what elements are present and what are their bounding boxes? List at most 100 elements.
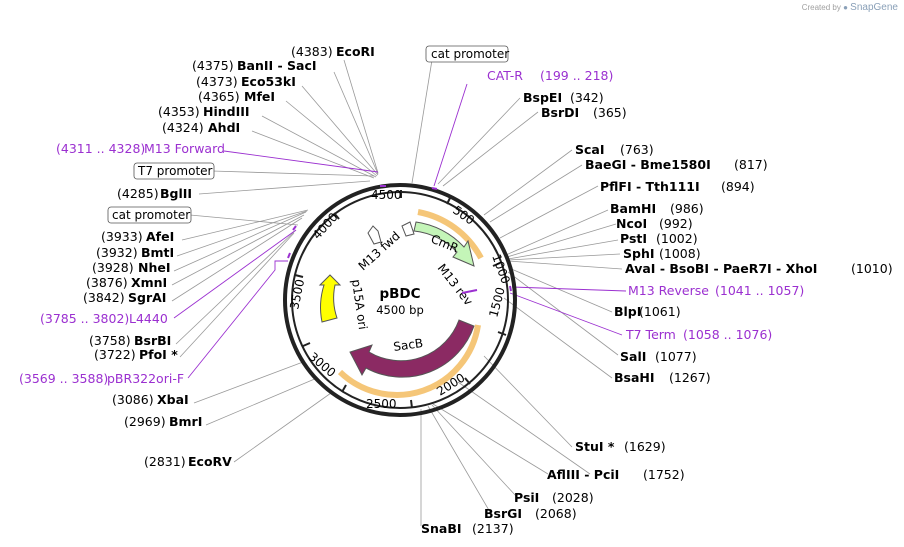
- site-name: BsrBI: [134, 333, 171, 348]
- site-pos: (1752): [643, 467, 685, 482]
- site-name: AfeI: [146, 229, 174, 244]
- primer-name: M13 Forward: [144, 141, 225, 156]
- site-sphi: SphI (1008): [623, 246, 701, 261]
- site-pos: (3086): [112, 392, 154, 407]
- site-pos: (3758): [89, 333, 131, 348]
- primer-m13-forward: (4311 .. 4328)M13 Forward: [56, 141, 225, 156]
- site-bmti: (3932)BmtI: [96, 245, 174, 260]
- site-leader-lines: [171, 59, 623, 526]
- site-pos: (817): [734, 157, 768, 172]
- site-pos: (2137): [472, 521, 514, 536]
- cmr-highlight: [417, 209, 484, 260]
- site-bglii: (4285)BglII: [117, 186, 192, 201]
- site-name: BmrI: [169, 414, 202, 429]
- site-name: BanII - SacI: [237, 58, 317, 73]
- m13-fwd-feature[interactable]: [367, 225, 382, 245]
- site-baegi-bme1580i: BaeGI - Bme1580I (817): [585, 157, 768, 172]
- site-name: NheI: [138, 260, 171, 275]
- site-name: EcoRV: [188, 454, 232, 469]
- primer-name: L4440: [129, 311, 168, 326]
- box-leader-lines: [189, 59, 433, 226]
- site-pos: (3928): [92, 260, 134, 275]
- site-sali: SalI(1077): [620, 349, 697, 364]
- site-scai: ScaI(763): [575, 142, 654, 157]
- plasmid-size: 4500 bp: [376, 303, 424, 317]
- site-name: PstI: [620, 231, 647, 246]
- site-name: BmtI: [141, 245, 174, 260]
- site-bsrdi: BsrDI(365): [541, 105, 627, 120]
- small-feature-top[interactable]: [401, 221, 415, 237]
- site-pos: (894): [721, 179, 755, 194]
- m13-rev-label: M13 rev: [435, 261, 476, 308]
- site-name: BamHI: [610, 201, 656, 216]
- primer-m13-reverse: M13 Reverse (1041 .. 1057): [628, 283, 804, 298]
- sacb-label: SacB: [392, 336, 423, 354]
- site-pos: (3842): [83, 290, 125, 305]
- site-name: BglII: [160, 186, 192, 201]
- site-pos: (3722): [94, 347, 136, 362]
- sacb-feature[interactable]: [349, 319, 475, 378]
- primer-labels: CAT-R(199 .. 218) (4311 .. 4328)M13 Forw…: [19, 68, 804, 386]
- site-pos: (1061): [639, 304, 681, 319]
- t7-promoter-label: T7 promoter: [137, 164, 213, 178]
- site-ncoi: NcoI (992): [616, 216, 693, 231]
- primer-range: (3785 .. 3802): [40, 311, 129, 326]
- primer-name: M13 Reverse: [628, 283, 709, 298]
- site-pos: (1002): [656, 231, 698, 246]
- site-name: NcoI: [616, 216, 647, 231]
- tick-2500: 2500: [366, 397, 397, 411]
- site-hindiii: (4353)HindIII: [158, 104, 250, 119]
- tick-marks: [294, 190, 507, 409]
- primer-name: pBR322ori-F: [107, 371, 184, 386]
- site-bmri: (2969)BmrI: [124, 414, 202, 429]
- primer-range: (1058 .. 1076): [683, 327, 772, 342]
- site-pos: (3933): [101, 229, 143, 244]
- site-pos: (1267): [669, 370, 711, 385]
- site-nhei: (3928) NheI: [92, 260, 171, 275]
- site-pos: (1008): [659, 246, 701, 261]
- primer-l4440: (3785 .. 3802)L4440: [40, 311, 168, 326]
- snapgene-credit: Created by ● SnapGene: [802, 2, 898, 13]
- site-name: SphI: [623, 246, 655, 261]
- site-pos: (1010): [851, 261, 893, 276]
- site-pos: (1077): [655, 349, 697, 364]
- site-pos: (365): [593, 105, 627, 120]
- site-name: BaeGI - Bme1580I: [585, 157, 711, 172]
- cmr-feature[interactable]: [413, 221, 475, 267]
- site-pos: (3932): [96, 245, 138, 260]
- site-pfoi: (3722)PfoI *: [94, 347, 178, 362]
- site-bspei: BspEI(342): [523, 90, 604, 105]
- site-name: BsaHI: [614, 370, 655, 385]
- site-ecori: (4383)EcoRI: [291, 44, 375, 59]
- primer-cat-r: CAT-R(199 .. 218): [487, 68, 613, 83]
- site-xmni: (3876)XmnI: [86, 275, 167, 290]
- credit-brand: SnapGene: [850, 2, 898, 13]
- primer-leader-lines: [173, 83, 627, 379]
- site-name: XbaI: [157, 392, 189, 407]
- site-pos: (1629): [624, 439, 666, 454]
- site-pos: (2831): [144, 454, 186, 469]
- primer-t7-term: T7 Term(1058 .. 1076): [625, 327, 772, 342]
- sacb-highlight: [337, 324, 481, 398]
- site-bamhi: BamHI (986): [610, 201, 704, 216]
- site-xbai: (3086)XbaI: [112, 392, 189, 407]
- site-mfei: (4365)MfeI: [198, 89, 275, 104]
- site-name: SnaBI: [421, 521, 462, 536]
- site-afliii-pcii: AflIII - PciI(1752): [547, 467, 685, 482]
- site-name: ScaI: [575, 142, 605, 157]
- tick-4500: 4500: [371, 188, 402, 202]
- p15a-ori-label: p15A ori: [349, 278, 370, 330]
- site-name: AvaI - BsoBI - PaeR7I - XhoI: [625, 261, 817, 276]
- p15a-ori-feature[interactable]: [318, 274, 342, 323]
- site-pos: (986): [670, 201, 704, 216]
- site-pos: (4365): [198, 89, 240, 104]
- site-name: EcoRI: [336, 44, 375, 59]
- primer-range: (3569 .. 3588): [19, 371, 108, 386]
- site-sgrai: (3842)SgrAI: [83, 290, 166, 305]
- primer-range: (1041 .. 1057): [715, 283, 804, 298]
- site-afei: (3933)AfeI: [101, 229, 174, 244]
- site-pos: (2068): [535, 506, 577, 521]
- site-snabi: SnaBI (2137): [421, 521, 514, 536]
- site-pos: (992): [659, 216, 693, 231]
